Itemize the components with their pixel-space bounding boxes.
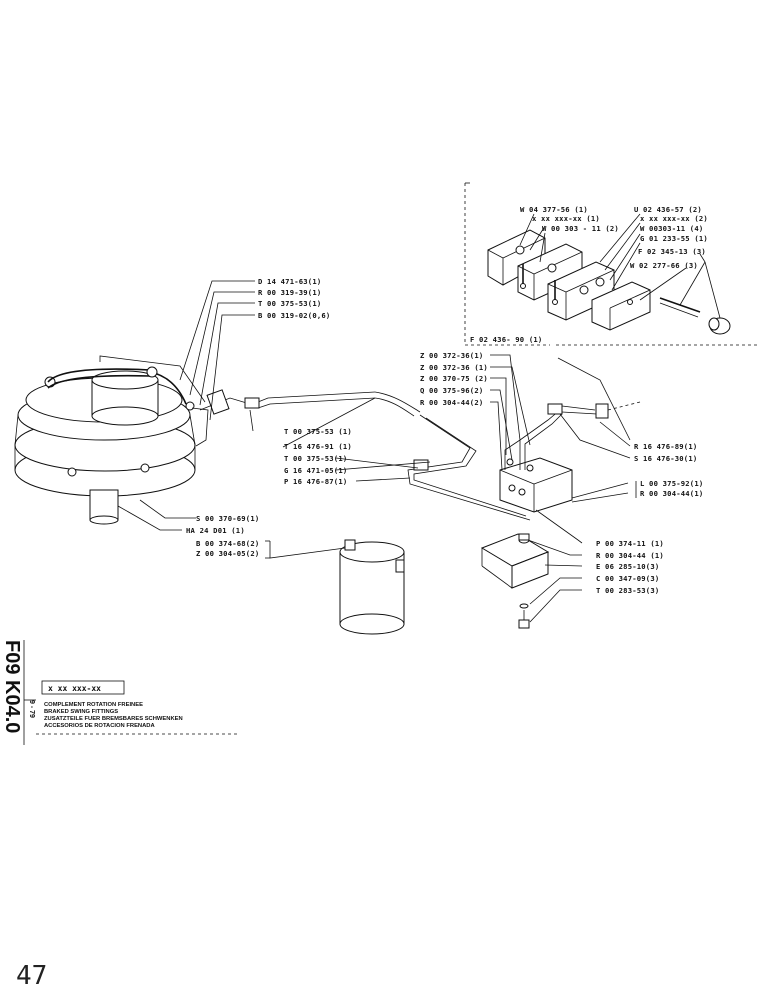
title-line: ACCESORIOS DE ROTACION FRENADA	[44, 723, 155, 729]
part-label: R 00 319-39(1)	[258, 288, 321, 297]
title-line: ZUSATZTEILE FUER BREMSBARES SCHWENKEN	[44, 716, 183, 722]
inset-label: F 02 345-13 (3)	[638, 247, 706, 256]
part-label: Z 00 370-75 (2)	[420, 374, 488, 383]
part-label: R 00 304-44(2)	[420, 398, 483, 407]
part-label: Z 00 372-36 (1)	[420, 363, 488, 372]
part-label: B 00 319-02(0,6)	[258, 311, 330, 320]
part-label: Q 00 375-96(2)	[420, 386, 483, 395]
part-label: B 00 374-68(2)	[196, 539, 259, 548]
part-label: P 00 374-11 (1)	[596, 539, 664, 548]
inset-label: W 02 277-66 (3)	[630, 261, 698, 270]
title-box-code: x xx xxx-xx	[48, 684, 101, 693]
title-line: BRAKED SWING FITTINGS	[44, 709, 118, 715]
bolt-and-washer	[518, 603, 530, 629]
part-label: HA 24 D01 (1)	[186, 526, 245, 535]
inset-label: G 01 233-55 (1)	[640, 234, 708, 243]
part-label: Z 00 304-05(2)	[196, 549, 259, 558]
part-label: T 00 283-53(3)	[596, 586, 659, 595]
part-label: D 14 471-63(1)	[258, 277, 321, 286]
side-code-block: F09 K04.0 9 - 79	[1, 640, 36, 745]
page-number: 47	[16, 961, 47, 991]
part-label: Z 00 372-36(1)	[420, 351, 483, 360]
part-label: R 16 476-89(1)	[634, 442, 697, 451]
inset-cover-plate	[591, 281, 651, 331]
part-label: T 00 375-53 (1)	[284, 427, 352, 436]
pipe-labels: T 00 375-53 (1) T 16 476-91 (1) T 00 375…	[284, 427, 352, 486]
title-line: COMPLEMENT ROTATION FREINEE	[44, 702, 143, 708]
part-label: T 00 375-53(1)	[258, 299, 321, 308]
inset-cap	[708, 317, 731, 335]
part-label: R 00 304-44(1)	[640, 489, 703, 498]
part-label: C 00 347-09(3)	[596, 574, 659, 583]
inset-label: x xx xxx-xx (2)	[640, 214, 708, 223]
inset-labels: W 04 377-56 (1) x xx xxx-xx (1) W 00 303…	[470, 205, 708, 344]
swing-drum	[14, 370, 196, 525]
valve-body	[499, 401, 641, 513]
brake-fluid-reservoir	[339, 539, 405, 635]
part-label: S 00 370-69(1)	[196, 514, 259, 523]
title-block: x xx xxx-xx COMPLEMENT ROTATION FREINEE …	[36, 680, 240, 735]
inset-label: x xx xxx-xx (1)	[532, 214, 600, 223]
inset-pin	[659, 297, 701, 318]
part-label: E 06 285-10(3)	[596, 562, 659, 571]
inset-label: U 02 436-57 (2)	[634, 205, 702, 214]
part-label: S 16 476-30(1)	[634, 454, 697, 463]
part-label: P 16 476-87(1)	[284, 477, 347, 486]
mounting-bracket	[480, 533, 550, 589]
leader-lines	[117, 280, 631, 623]
drum-labels: D 14 471-63(1) R 00 319-39(1) T 00 375-5…	[258, 277, 330, 320]
part-label: T 16 476-91 (1)	[284, 442, 352, 451]
part-label: G 16 471-05(1)	[284, 466, 347, 475]
inset-panel	[464, 182, 758, 346]
right-labels: R 16 476-89(1) S 16 476-30(1) L 00 375-9…	[596, 442, 703, 595]
bottom-left-labels: S 00 370-69(1) HA 24 D01 (1) B 00 374-68…	[186, 514, 259, 558]
side-date: 9 - 79	[28, 700, 35, 718]
inset-label: W 00 303 - 11 (2)	[542, 224, 619, 233]
side-code: F09 K04.0	[1, 640, 23, 733]
inset-caption: F 02 436- 90 (1)	[470, 335, 542, 344]
part-label: L 00 375-92(1)	[640, 479, 703, 488]
part-label: T 00 375-53(1)	[284, 454, 347, 463]
inset-label: W 00303-11 (4)	[640, 224, 703, 233]
part-label: R 00 304-44 (1)	[596, 551, 664, 560]
valve-labels: Z 00 372-36(1) Z 00 372-36 (1) Z 00 370-…	[420, 351, 488, 407]
inset-label: W 04 377-56 (1)	[520, 205, 588, 214]
